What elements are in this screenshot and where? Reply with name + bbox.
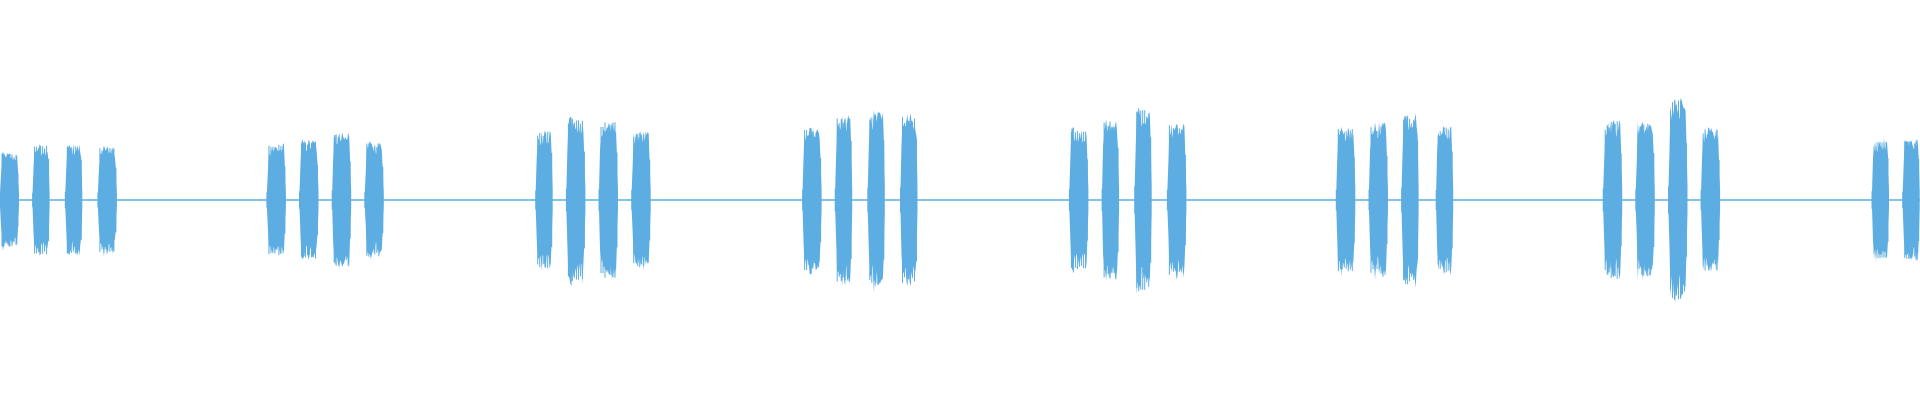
waveform-burst [32, 143, 50, 257]
waveform-burst [1401, 113, 1419, 288]
waveform-burst [535, 130, 553, 271]
waveform-burst [1700, 127, 1721, 272]
waveform-burst [1602, 119, 1623, 280]
waveform-burst [1871, 138, 1889, 262]
waveform-burst [1068, 127, 1089, 273]
waveform-burst [631, 131, 651, 271]
waveform-burst [900, 113, 918, 286]
waveform-burst [1635, 121, 1655, 280]
waveform-burst [266, 143, 286, 256]
waveform-burst [1902, 138, 1920, 263]
waveform-burst [1134, 107, 1152, 294]
waveform-burst [867, 110, 885, 293]
waveform-burst [834, 115, 853, 286]
waveform-burst [1435, 125, 1454, 276]
waveform-burst [0, 151, 19, 251]
waveform-burst [598, 121, 618, 281]
waveform-burst [565, 117, 586, 287]
waveform-burst [802, 127, 822, 275]
waveform-burst [1335, 126, 1356, 277]
waveform-burst [1101, 119, 1120, 281]
waveform-burst [1368, 122, 1388, 280]
waveform-burst [1668, 97, 1688, 305]
waveform-burst [97, 145, 117, 257]
waveform-burst [364, 140, 384, 259]
waveform-layer [0, 97, 1920, 305]
waveform-burst [299, 139, 319, 260]
waveform-burst [1166, 123, 1187, 279]
waveform-burst [64, 143, 83, 256]
waveform-burst [331, 132, 352, 268]
